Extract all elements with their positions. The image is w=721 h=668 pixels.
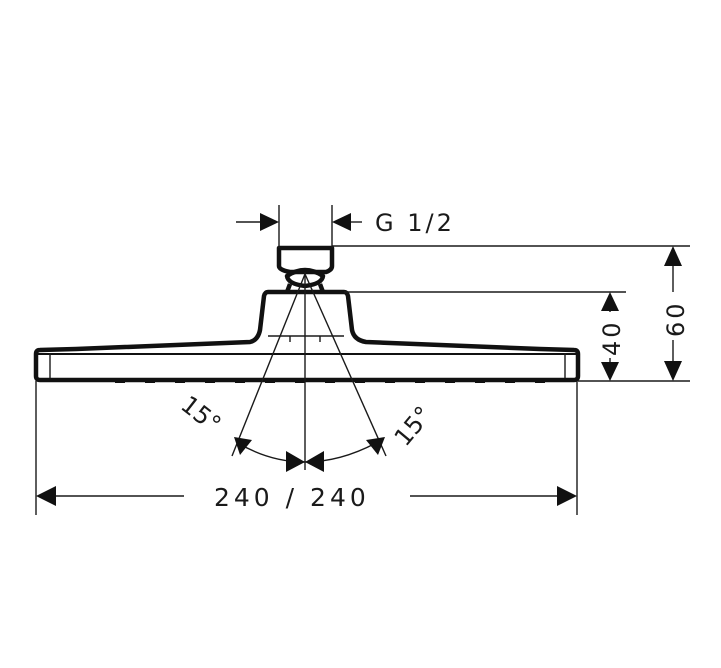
ball-joint: [284, 267, 326, 289]
angle-label-left: 15°: [176, 390, 227, 438]
thread-label: G 1/2: [375, 209, 455, 237]
height-label-60: 60: [662, 300, 690, 337]
width-dimension: [35, 381, 578, 515]
angle-label-right: 15°: [389, 401, 438, 452]
angle-arrow-center-left: [286, 451, 305, 472]
height-dimensions: [332, 245, 690, 382]
plate-end-lines: [49, 353, 566, 378]
angle-arrow-right: [366, 437, 385, 455]
height-label-40: 40: [598, 319, 626, 356]
connector-nut: [276, 245, 335, 275]
thread-dimension: [236, 205, 362, 248]
angle-arrow-center-right: [305, 451, 324, 472]
spray-angle-lines: [231, 272, 387, 472]
width-label: 240 / 240: [214, 483, 370, 512]
angle-arrow-left: [234, 437, 252, 455]
shower-plate: [33, 289, 581, 383]
shower-head-outline: [33, 245, 581, 383]
